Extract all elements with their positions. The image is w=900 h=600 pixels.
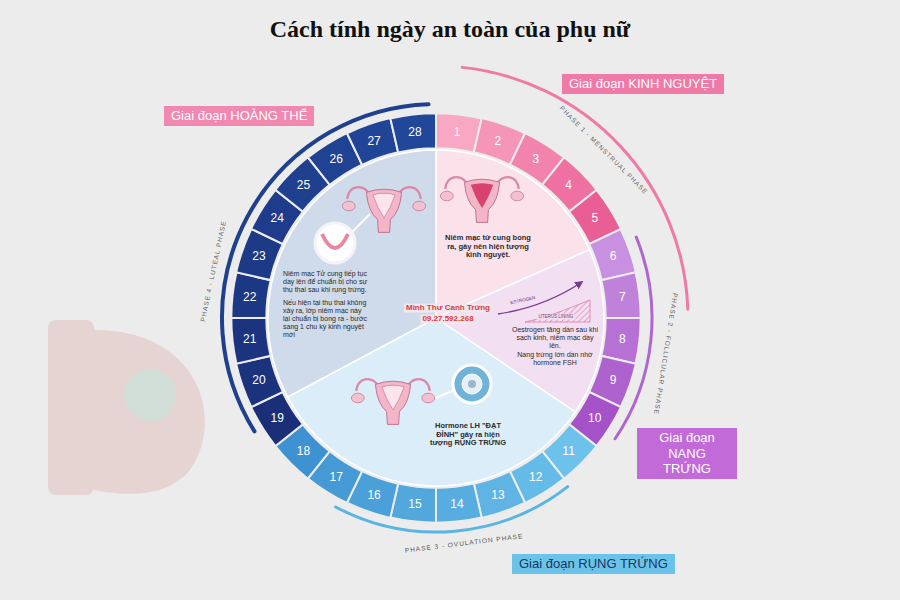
day-number: 22 [243, 290, 256, 304]
phase-label-box: Giai đoạn NANG TRỨNG [637, 428, 737, 479]
day-cell: 20 [244, 367, 274, 393]
phase-arc [336, 487, 568, 532]
day-number: 21 [243, 332, 256, 346]
day-cell: 19 [262, 405, 292, 431]
watermark-logo [48, 320, 205, 495]
phase-arc-label: PHASE 1 - MENSTRUAL PHASE [558, 104, 649, 195]
day-cell: 28 [400, 119, 430, 145]
day-number: 23 [252, 249, 265, 263]
chart-label: UTERUS LINING [537, 315, 576, 320]
phase-description: Oestrogen tăng dần sau khi sạch kinh, ni… [512, 326, 598, 350]
phase-arc [615, 237, 652, 439]
day-cell: 18 [288, 438, 318, 464]
uterus [342, 187, 425, 232]
chart-label: ESTROGEN [508, 296, 538, 307]
magnifier [436, 365, 491, 403]
day-cell: 2 [483, 128, 513, 154]
day-number: 13 [491, 488, 504, 502]
phase-description: Niêm mạc tử cung bong ra, gây nên hiện t… [443, 234, 533, 260]
phase-arc-label: PHASE 2 - FOLLICULAR PHASE [653, 293, 679, 416]
estrogen-chart [498, 282, 590, 322]
day-number: 26 [330, 152, 343, 166]
day-cell: 13 [483, 482, 513, 508]
day-cell: 5 [580, 205, 610, 231]
day-number: 28 [408, 125, 421, 139]
day-number: 27 [367, 134, 380, 148]
day-cell: 22 [235, 284, 265, 310]
day-number: 25 [297, 178, 310, 192]
day-cell: 12 [521, 464, 551, 490]
day-number: 10 [588, 411, 601, 425]
day-cell: 14 [442, 491, 472, 517]
day-cell: 4 [554, 172, 584, 198]
phase-description: Nếu hiện tại thụ thai không xảy ra, lớp … [283, 299, 369, 339]
day-cell: 7 [607, 284, 637, 310]
day-number: 4 [565, 178, 572, 192]
day-number: 2 [495, 134, 502, 148]
phase-label: Giai đoạn NANG TRỨNG [644, 430, 730, 477]
phase-label: Giai đoạn RỤNG TRỨNG [519, 556, 668, 572]
day-number: 3 [532, 152, 539, 166]
day-number: 11 [562, 444, 574, 458]
day-number: 17 [330, 470, 343, 484]
day-cell: 1 [442, 119, 472, 145]
title: Cách tính ngày an toàn của phụ nữ [0, 16, 900, 43]
day-cell: 10 [580, 405, 610, 431]
day-cell: 21 [235, 326, 265, 352]
phase-description: Niêm mạc Tử cung tiếp tục dầy lên để chu… [283, 270, 369, 294]
day-number: 16 [367, 488, 380, 502]
day-cell: 9 [598, 367, 628, 393]
day-cell: 26 [321, 146, 351, 172]
magnifier [315, 214, 370, 263]
watermark: 09.27.592.268 [420, 315, 475, 324]
day-number: 24 [271, 211, 284, 225]
phase-description: Hormone LH "ĐẠT ĐỈNH" gây ra hiện tượng … [428, 422, 508, 448]
day-number: 1 [454, 125, 461, 139]
day-number: 5 [591, 211, 598, 225]
day-number: 8 [619, 332, 626, 346]
phase-label-box: Giai đoạn KINH NGUYỆT [562, 74, 724, 94]
phase-label-box: Giai đoạn RỤNG TRỨNG [512, 554, 675, 574]
uterus [440, 177, 523, 222]
day-number: 12 [529, 470, 542, 484]
phase-arc-label: PHASE 4 - LUTEAL PHASE [199, 220, 227, 323]
day-cell: 6 [598, 243, 628, 269]
phase-arc [222, 104, 429, 431]
text-column: Niêm mạc Tử cung tiếp tục dầy lên để chu… [283, 270, 369, 339]
day-number: 19 [271, 411, 284, 425]
day-number: 14 [450, 497, 463, 511]
text-column: Oestrogen tăng dần sau khi sạch kinh, ni… [512, 326, 598, 367]
phase-arc [462, 67, 688, 309]
day-number: 9 [610, 373, 617, 387]
day-cell: 15 [400, 491, 430, 517]
day-number: 20 [252, 373, 265, 387]
day-cell: 24 [262, 205, 292, 231]
day-number: 15 [408, 497, 421, 511]
day-number: 18 [297, 444, 310, 458]
day-cell: 17 [321, 464, 351, 490]
watermark: Minh Thư Canh Trứng [404, 304, 492, 313]
phase-label: Giai đoạn HOÀNG THỂ [171, 108, 307, 124]
day-cell: 25 [288, 172, 318, 198]
uterus [351, 379, 434, 424]
phase-description: Nang trứng lớn dần nhờ hormone FSH [512, 351, 598, 367]
day-cell: 3 [521, 146, 551, 172]
text-column: Hormone LH "ĐẠT ĐỈNH" gây ra hiện tượng … [428, 422, 508, 448]
day-cell: 11 [554, 438, 584, 464]
day-cell: 16 [359, 482, 389, 508]
day-cell: 8 [607, 326, 637, 352]
day-cell: 23 [244, 243, 274, 269]
day-number: 6 [610, 249, 617, 263]
day-cell: 27 [359, 128, 389, 154]
phase-label: Giai đoạn KINH NGUYỆT [569, 76, 717, 92]
phase-arc-label: PHASE 3 - OVULATION PHASE [404, 532, 523, 554]
phase-label-box: Giai đoạn HOÀNG THỂ [164, 106, 314, 126]
text-column: Niêm mạc tử cung bong ra, gây nên hiện t… [443, 234, 533, 260]
day-number: 7 [619, 290, 626, 304]
